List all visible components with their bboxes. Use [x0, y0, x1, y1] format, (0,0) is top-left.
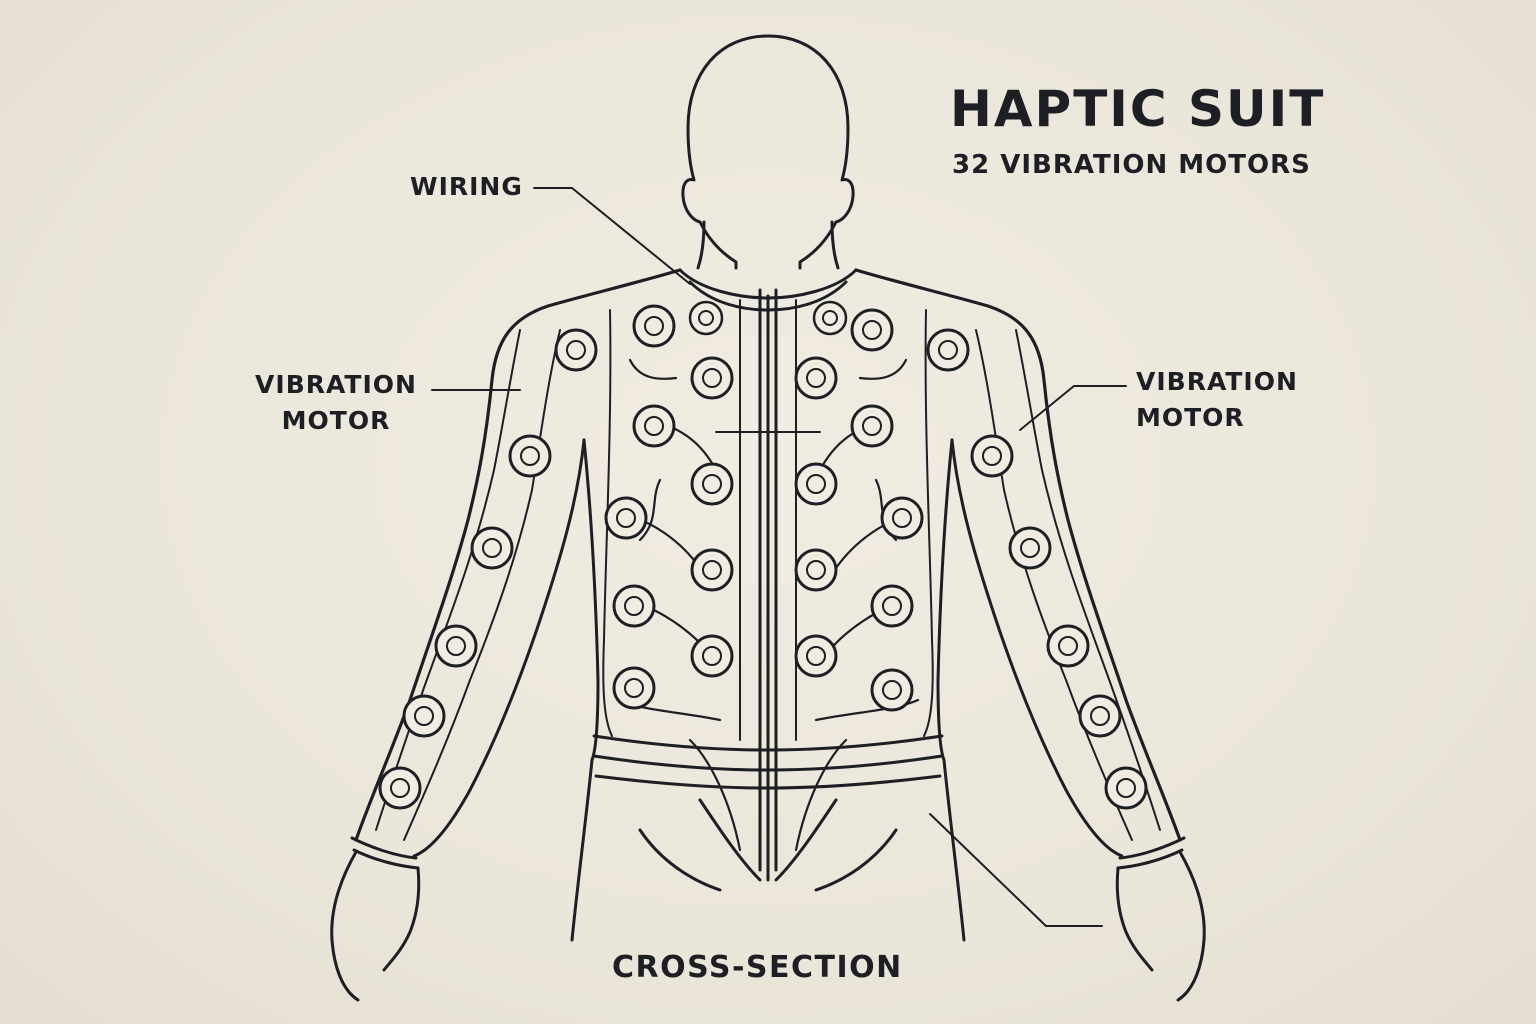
cross-section-leader [929, 813, 1103, 927]
wiring-traces [616, 358, 920, 852]
mannequin-neck [696, 220, 840, 270]
suit-outline [354, 268, 1182, 842]
sleeve-cuffs [350, 836, 1186, 870]
cross-section-callout: CROSS-SECTION [612, 950, 903, 985]
vibration-motor-left-line-2: MOTOR [281, 406, 391, 435]
wiring-callout: WIRING [410, 172, 523, 201]
vibration-motor-right-leader [1019, 385, 1127, 431]
vibration-motor-left-callout: VIBRATION MOTOR [246, 367, 426, 439]
left-hand [330, 850, 421, 1002]
vibration-motor-right-line-1: VIBRATION [1136, 367, 1298, 396]
center-zipper [758, 288, 778, 882]
waist-bands [592, 734, 944, 790]
diagram-subtitle: 32 VIBRATION MOTORS [952, 150, 1311, 180]
left-arm-seams [375, 329, 561, 841]
chest-panel-lines [602, 299, 934, 741]
diagram-title: HAPTIC SUIT [950, 80, 1326, 138]
mannequin-head [681, 34, 855, 270]
vibration-motor-right-callout: VIBRATION MOTOR [1136, 364, 1298, 436]
wiring-leader [533, 187, 691, 285]
arm-inner-edges [412, 438, 1124, 858]
right-arm-seams [975, 329, 1161, 841]
vibration-motor-right-line-2: MOTOR [1136, 403, 1245, 432]
vibration-motor-left-line-1: VIBRATION [255, 370, 417, 399]
vibration-motors [378, 300, 1148, 810]
legs [570, 758, 966, 942]
right-hand [1115, 850, 1206, 1002]
